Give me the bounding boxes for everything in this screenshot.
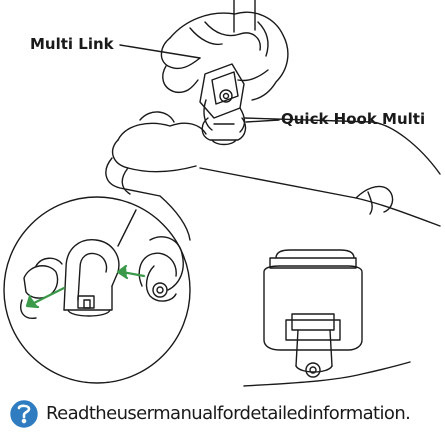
footer-note: Readtheusermanualfordetailedinformation. — [10, 398, 411, 428]
manual-info-icon — [10, 400, 38, 428]
push-arrow-left — [25, 286, 66, 309]
quick-hook-device — [201, 117, 247, 146]
info-icon-spacer — [10, 399, 38, 427]
bar — [199, 117, 441, 227]
quick-hook-multi-label: Quick Hook Multi — [281, 110, 426, 128]
detail-circle — [3, 196, 191, 384]
multi-link-device — [199, 63, 246, 133]
pole — [233, 0, 256, 33]
push-arrow-right — [116, 264, 146, 280]
multi-link-leader-line — [119, 44, 201, 59]
lower-hand — [105, 111, 207, 241]
multi-link-label: Multi Link — [30, 35, 114, 53]
footer-note-text: Readtheusermanualfordetailedinformation. — [46, 402, 411, 424]
upper-hand — [160, 11, 289, 101]
quick-hook-leader-line — [245, 119, 280, 123]
assembled-view — [243, 249, 411, 387]
